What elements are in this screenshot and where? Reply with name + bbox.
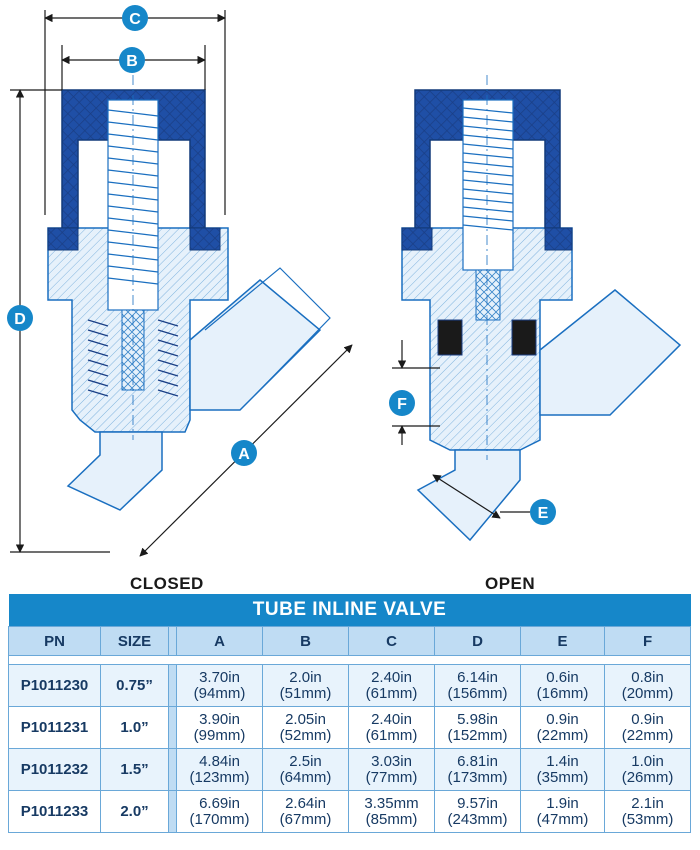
badge-D-label: D <box>14 311 26 328</box>
badge-B-label: B <box>126 53 138 70</box>
header-a: A <box>176 626 263 656</box>
table-row: P1011231 1.0” 3.90in(99mm) 2.05in(52mm) … <box>8 706 692 749</box>
cell-size: 1.0” <box>100 706 169 749</box>
badge-C-label: C <box>129 11 141 28</box>
header-pn: PN <box>8 626 101 656</box>
column-separator <box>168 790 177 833</box>
cell-b: 2.64in(67mm) <box>262 790 349 833</box>
table-title: TUBE INLINE VALVE <box>8 594 691 627</box>
cell-a: 6.69in(170mm) <box>176 790 263 833</box>
header-size: SIZE <box>100 626 169 656</box>
cell-a: 3.70in(94mm) <box>176 664 263 707</box>
cell-f: 1.0in(26mm) <box>603 748 692 791</box>
cell-e: 1.4in(35mm) <box>520 748 605 791</box>
cell-c: 2.40in(61mm) <box>348 664 435 707</box>
cell-b: 2.5in(64mm) <box>262 748 349 791</box>
closed-view <box>47 75 331 511</box>
cell-c: 3.35mm(85mm) <box>348 790 435 833</box>
cell-f: 0.8in(20mm) <box>603 664 692 707</box>
cell-d: 6.81in(173mm) <box>434 748 521 791</box>
column-separator <box>168 664 177 707</box>
table-row: P1011233 2.0” 6.69in(170mm) 2.64in(67mm)… <box>8 790 692 833</box>
header-b: B <box>262 626 349 656</box>
cell-e: 1.9in(47mm) <box>520 790 605 833</box>
badge-F: F <box>389 390 415 416</box>
open-dimensions <box>392 340 530 519</box>
badge-A: A <box>231 440 257 466</box>
cell-pn: P1011232 <box>8 748 101 791</box>
cell-b: 2.05in(52mm) <box>262 706 349 749</box>
header-d: D <box>434 626 521 656</box>
cell-pn: P1011231 <box>8 706 101 749</box>
closed-dimensions <box>10 10 353 557</box>
table-row: P1011230 0.75” 3.70in(94mm) 2.0in(51mm) … <box>8 664 692 707</box>
cell-c: 3.03in(77mm) <box>348 748 435 791</box>
header-e: E <box>520 626 605 656</box>
badge-E: E <box>530 499 556 525</box>
cell-e: 0.9in(22mm) <box>520 706 605 749</box>
table-header-row: PN SIZE A B C D E F <box>8 626 692 656</box>
cell-size: 1.5” <box>100 748 169 791</box>
badge-A-label: A <box>238 446 250 463</box>
closed-view-label: CLOSED <box>130 574 204 593</box>
badge-B: B <box>119 47 145 73</box>
cell-size: 0.75” <box>100 664 169 707</box>
cell-d: 9.57in(243mm) <box>434 790 521 833</box>
column-separator <box>168 706 177 749</box>
column-separator <box>168 626 177 656</box>
cell-c: 2.40in(61mm) <box>348 706 435 749</box>
cell-b: 2.0in(51mm) <box>262 664 349 707</box>
badge-E-label: E <box>538 505 549 522</box>
valve-drawing: C B D A F E <box>7 5 682 557</box>
header-c: C <box>348 626 435 656</box>
open-view <box>401 75 682 542</box>
cell-pn: P1011230 <box>8 664 101 707</box>
dimension-table: TUBE INLINE VALVE PN SIZE A B C D E F P1… <box>7 594 692 842</box>
cell-e: 0.6in(16mm) <box>520 664 605 707</box>
cell-a: 4.84in(123mm) <box>176 748 263 791</box>
column-separator <box>168 748 177 791</box>
badge-F-label: F <box>397 396 407 413</box>
table-spacer <box>7 655 692 665</box>
open-view-label: OPEN <box>485 574 536 593</box>
badge-C: C <box>122 5 148 31</box>
cell-d: 5.98in(152mm) <box>434 706 521 749</box>
table-row: P1011232 1.5” 4.84in(123mm) 2.5in(64mm) … <box>8 748 692 791</box>
cell-f: 2.1in(53mm) <box>603 790 692 833</box>
cell-f: 0.9in(22mm) <box>603 706 692 749</box>
header-f: F <box>603 626 692 656</box>
badge-D: D <box>7 305 33 331</box>
cell-d: 6.14in(156mm) <box>434 664 521 707</box>
cell-size: 2.0” <box>100 790 169 833</box>
cell-a: 3.90in(99mm) <box>176 706 263 749</box>
cell-pn: P1011233 <box>8 790 101 833</box>
